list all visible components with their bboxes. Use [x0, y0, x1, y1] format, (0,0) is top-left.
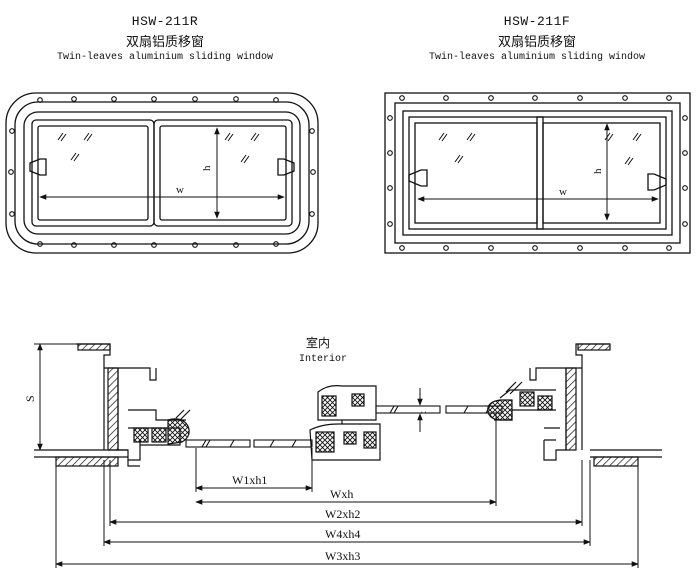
right-window-title: HSW-211F 双扇铝质移窗 Twin-leaves aluminium sl… [412, 14, 662, 63]
left-window-title: HSW-211R 双扇铝质移窗 Twin-leaves aluminium sl… [40, 14, 290, 63]
section-s-label: S [23, 395, 37, 402]
section-right-frame [487, 343, 611, 461]
right-window-name-en: Twin-leaves aluminium sliding window [428, 52, 646, 63]
left-window-name-cn: 双扇铝质移窗 [125, 35, 204, 50]
right-window-glass-marks [438, 132, 642, 166]
section-dim-t [412, 388, 428, 432]
left-window-name-en: Twin-leaves aluminium sliding window [56, 52, 274, 63]
dim-w1h1: W1xh1 [232, 473, 267, 487]
section-t-label: t [418, 411, 429, 414]
interior-label-en: Interior [299, 353, 347, 365]
interior-label-cn: 室内 [306, 335, 330, 350]
section-dim-s [34, 343, 80, 451]
section-center-rails [309, 385, 381, 461]
left-dim-h: h [201, 165, 213, 171]
right-window-bolt-holes [387, 95, 688, 251]
left-window-code: HSW-211R [131, 14, 199, 29]
left-window-dimensions [39, 127, 285, 219]
dim-w2h2: W2xh2 [325, 507, 360, 521]
right-window-elevation [384, 92, 691, 254]
section-glass-panes [185, 405, 503, 448]
dim-w4h4: W4xh4 [325, 527, 360, 541]
right-dim-h: h [592, 168, 604, 174]
right-window-dimensions [417, 123, 659, 221]
section-left-frame [76, 343, 191, 467]
right-dim-w: w [559, 186, 567, 198]
left-window-elevation [5, 92, 319, 254]
section-dimension-lines [55, 414, 639, 568]
dim-w3h3: W3xh3 [325, 549, 360, 563]
dim-wh: Wxh [330, 487, 353, 501]
left-window-glass-marks [57, 132, 260, 164]
right-window-name-cn: 双扇铝质移窗 [497, 35, 576, 50]
left-dim-w: w [176, 184, 184, 196]
right-window-code: HSW-211F [503, 14, 571, 29]
left-window-bolt-holes [8, 96, 316, 248]
